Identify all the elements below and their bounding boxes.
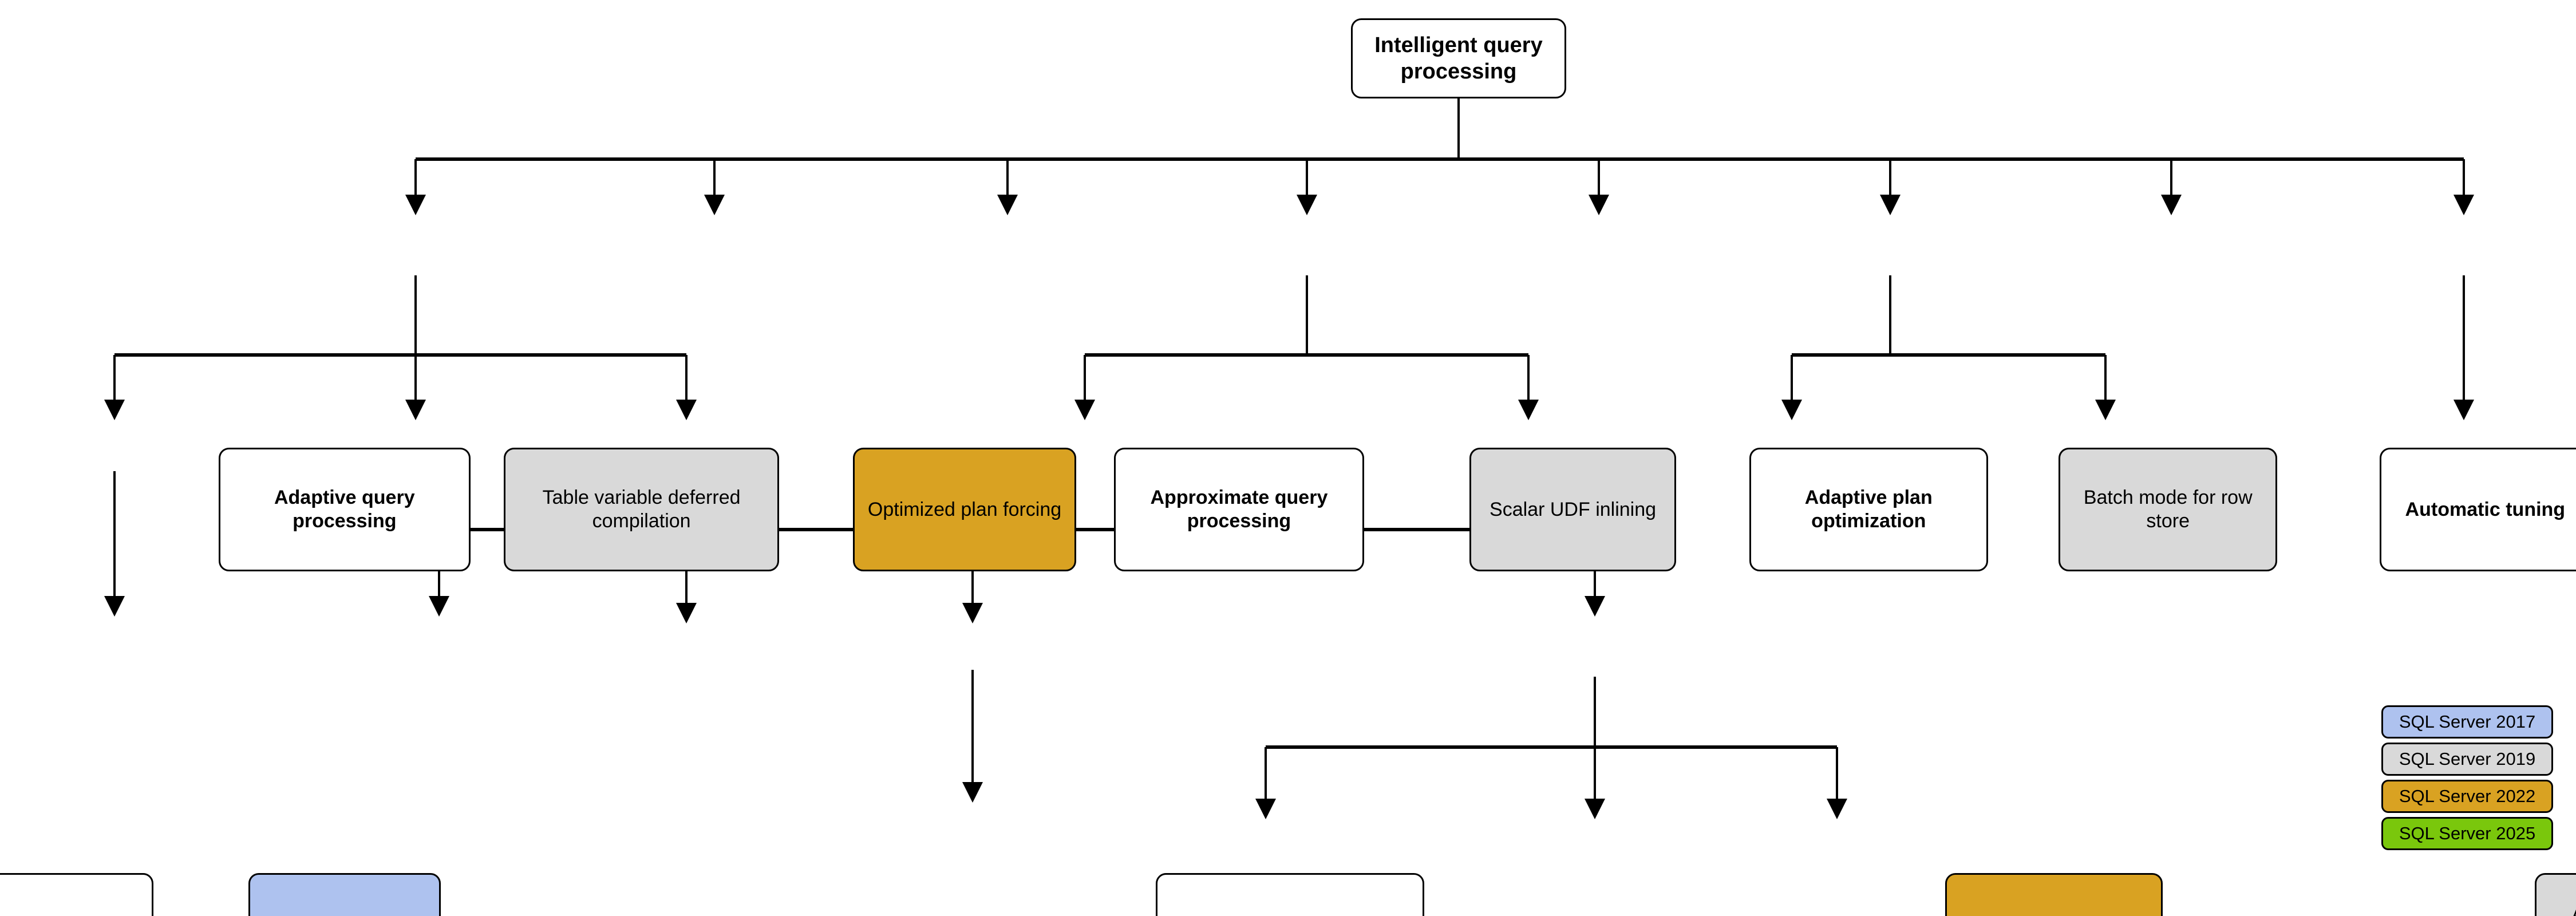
- node-aj[interactable]: Adaptive joins: [0, 873, 153, 916]
- node-label: Batch mode for row store: [2083, 486, 2253, 532]
- node-label: Adaptive joins: [0, 914, 147, 916]
- node-label: Scalar UDF inlining: [1490, 498, 1657, 520]
- legend-item-leg2019: SQL Server 2019: [2381, 743, 2553, 776]
- node-bmrs[interactable]: Batch mode for row store: [2059, 448, 2278, 572]
- node-label: Automatic tuning: [2405, 498, 2566, 520]
- node-label: Approximate query processing: [1150, 486, 1328, 532]
- legend-label: SQL Server 2017: [2399, 712, 2536, 732]
- node-opf[interactable]: Optimized plan forcing: [852, 448, 1077, 572]
- node-tvdc[interactable]: Table variable deferred compilation: [503, 448, 780, 572]
- node-at[interactable]: Automatic tuning: [2379, 448, 2576, 572]
- node-apq[interactable]: Approximate query processing: [1113, 448, 1365, 572]
- node-label: Adaptive plan optimization: [1804, 486, 1933, 532]
- node-label: Optimized plan forcing: [867, 498, 1062, 520]
- legend-item-leg2022: SQL Server 2022: [2381, 780, 2553, 813]
- node-sudf[interactable]: Scalar UDF inlining: [1469, 448, 1677, 572]
- legend-label: SQL Server 2019: [2399, 749, 2536, 769]
- node-aqp[interactable]: Adaptive query processing: [218, 448, 471, 572]
- node-label: Approximate count distinct: [2541, 903, 2576, 916]
- node-label: Intelligent query processing: [1374, 33, 1543, 84]
- node-ap[interactable]: Approximate percentile: [1945, 873, 2163, 916]
- node-qpf[interactable]: Query processing feedback: [1156, 873, 1425, 916]
- node-apo[interactable]: Adaptive plan optimization: [1749, 448, 1988, 572]
- node-label: Interleaved execution: [255, 914, 434, 916]
- node-label: Table variable deferred compilation: [542, 486, 741, 532]
- node-label: Adaptive query processing: [274, 486, 415, 532]
- node-label: Query processing feedback: [1162, 914, 1418, 916]
- legend-item-leg2025: SQL Server 2025: [2381, 817, 2553, 850]
- legend-item-leg2017: SQL Server 2017: [2381, 705, 2553, 739]
- node-ie[interactable]: Interleaved execution: [248, 873, 441, 916]
- node-intelligent-query-processing[interactable]: Intelligent query processing: [1351, 18, 1566, 98]
- legend-label: SQL Server 2025: [2399, 823, 2536, 843]
- node-acd[interactable]: Approximate count distinct: [2535, 873, 2576, 916]
- legend-label: SQL Server 2022: [2399, 786, 2536, 806]
- node-label: Approximate percentile: [1951, 914, 2156, 916]
